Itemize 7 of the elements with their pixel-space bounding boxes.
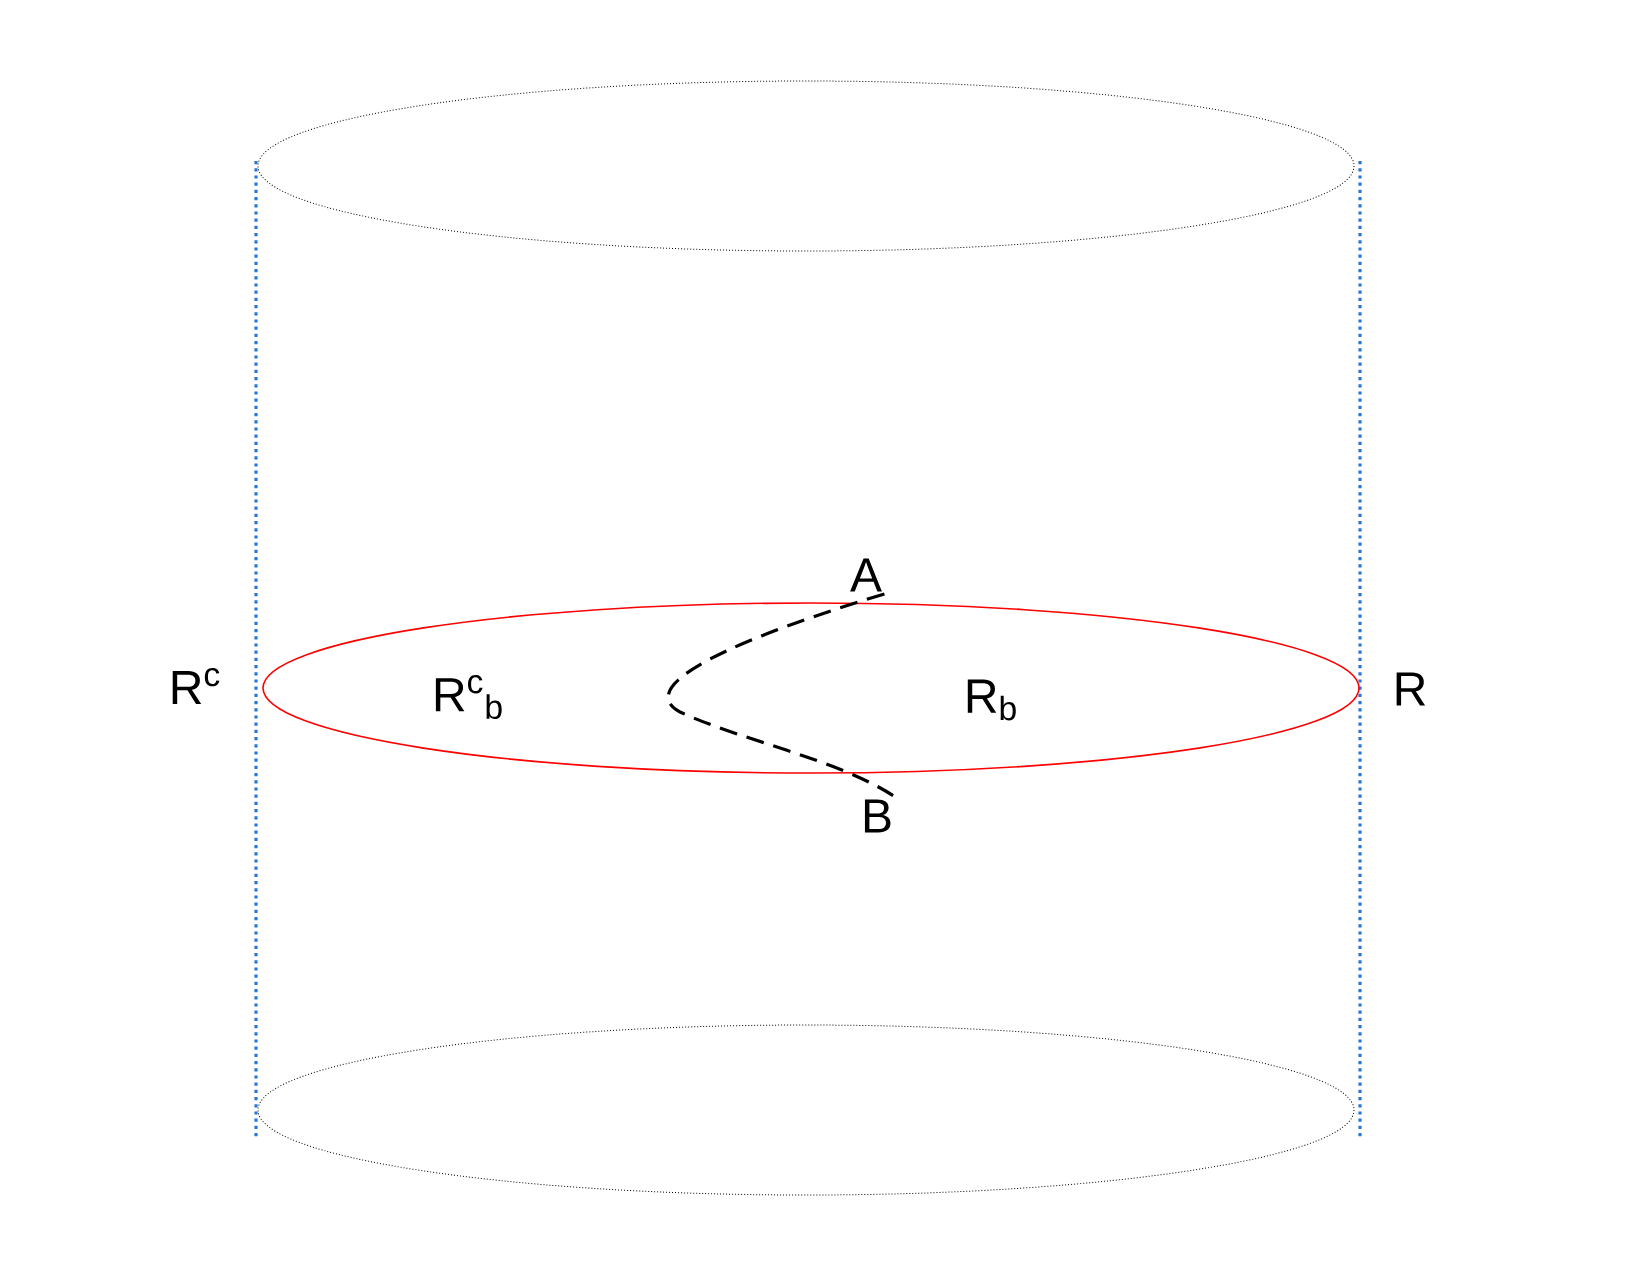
region-label: R bbox=[1396, 672, 1426, 706]
dashed-curve bbox=[667, 592, 897, 799]
region-label: R$^{c}$ bbox=[172, 667, 220, 705]
point-label: B bbox=[864, 799, 891, 833]
point-label: A bbox=[850, 558, 882, 592]
region-label: R$_{b}$ bbox=[967, 679, 1016, 721]
region-label: R$^{c}$b bbox=[435, 675, 502, 719]
